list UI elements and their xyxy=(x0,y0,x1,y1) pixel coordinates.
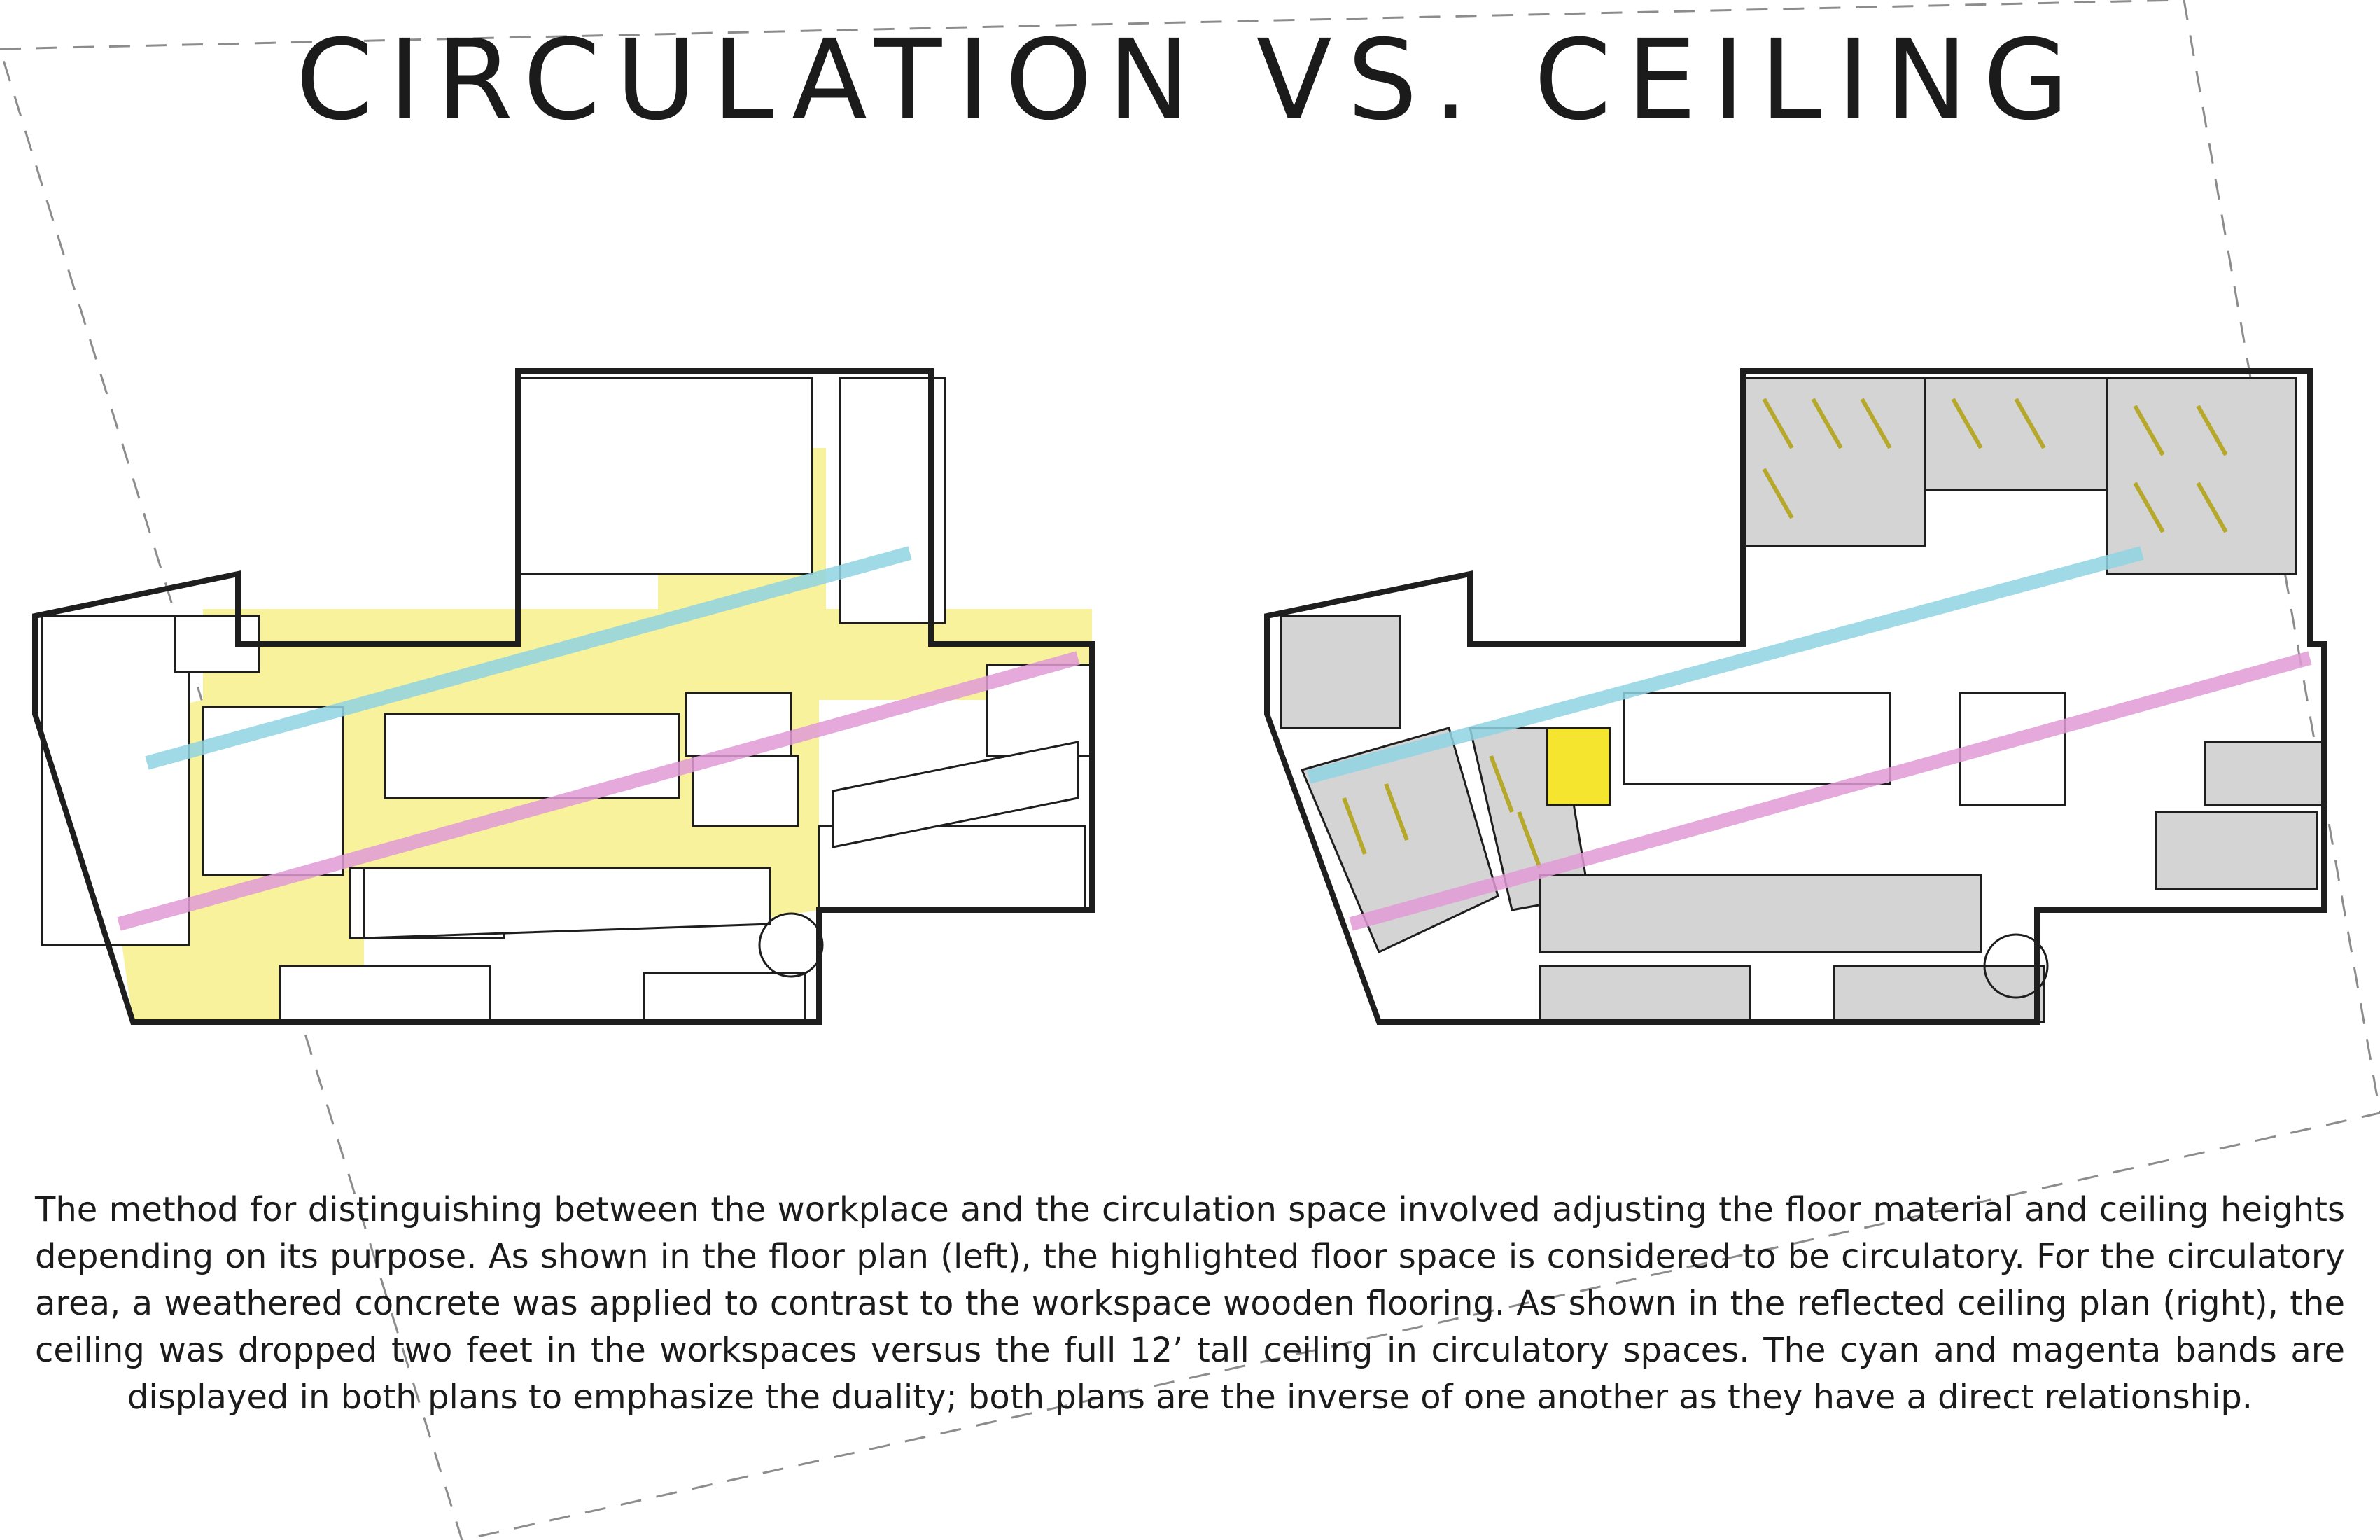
workspace-rooms xyxy=(41,377,1093,1023)
round-seating-area xyxy=(758,912,824,978)
diagonal-office-row xyxy=(363,741,1079,939)
ceiling-slats xyxy=(1342,398,2228,869)
cyan-band xyxy=(145,546,912,770)
floor-plan-left xyxy=(32,368,1095,1025)
exterior-walls xyxy=(32,368,1095,1025)
yellow-ceiling-feature xyxy=(1546,727,1611,806)
exterior-walls xyxy=(1264,368,2327,1025)
magenta-band xyxy=(1349,651,2312,931)
round-ceiling-fixture xyxy=(1983,933,2049,999)
cyan-band xyxy=(1307,546,2144,784)
magenta-band xyxy=(117,651,1080,931)
ceiling-plan-right xyxy=(1264,368,2327,1025)
page-title: CIRCULATION VS. CEILING xyxy=(295,16,2085,145)
description-paragraph: The method for distinguishing between th… xyxy=(35,1190,2345,1417)
